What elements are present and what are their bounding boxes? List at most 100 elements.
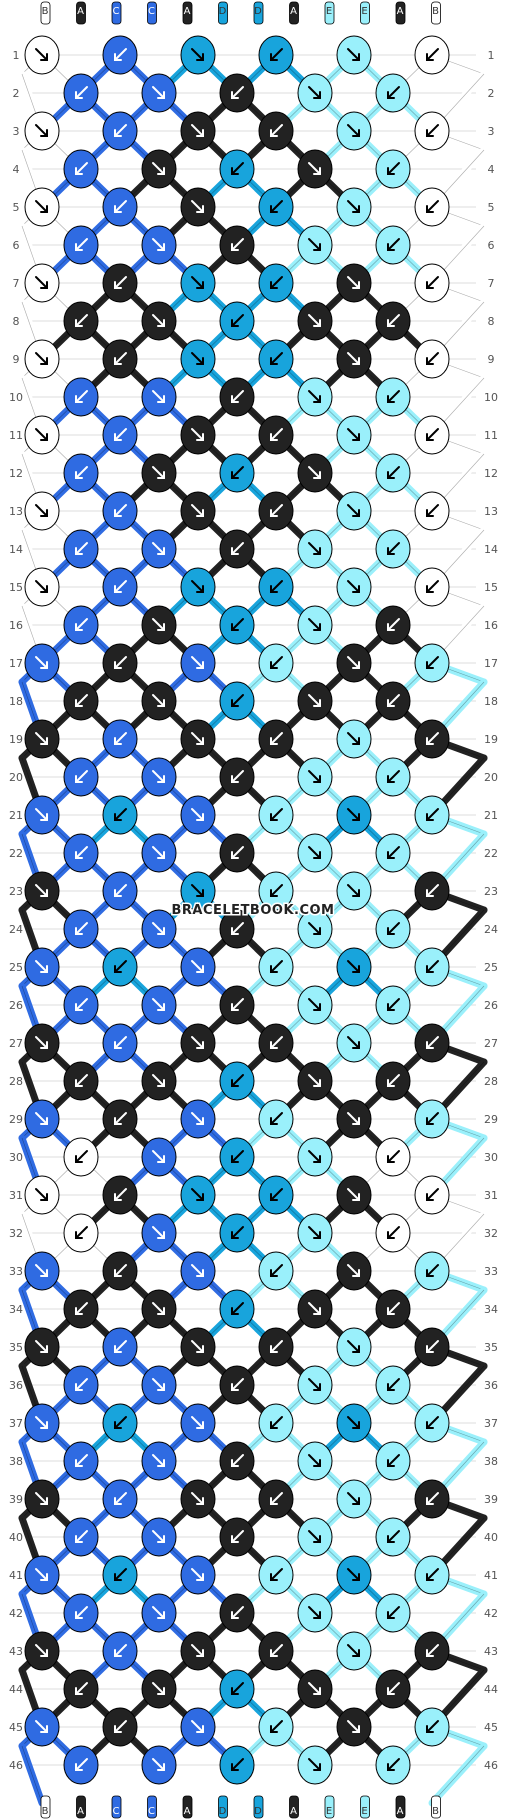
knot (102, 1327, 138, 1367)
row-number-left: 36 (9, 1379, 23, 1392)
knot-arrow-icon (270, 1568, 283, 1581)
knot (414, 1023, 450, 1063)
knot-arrow-icon (114, 1264, 127, 1277)
knot-arrow-icon (191, 428, 204, 441)
top-strand-letter: D (254, 6, 262, 17)
top-strand-end (218, 1, 228, 25)
knot (24, 1251, 60, 1291)
knot-arrow-icon (270, 1720, 283, 1733)
knot (24, 1023, 60, 1063)
knot-arrow-icon (191, 656, 204, 669)
knot (336, 339, 372, 379)
knot (63, 1061, 99, 1101)
row-number-left: 40 (9, 1531, 23, 1544)
knot (180, 1479, 216, 1519)
knot (258, 1251, 294, 1291)
knot-arrow-icon (347, 1036, 360, 1049)
knot (63, 1593, 99, 1633)
row-number-right: 12 (484, 467, 498, 480)
top-strand-letter: A (184, 6, 191, 17)
knot (336, 111, 372, 151)
knot (375, 757, 411, 797)
knot (141, 453, 177, 493)
knot-arrow-icon (75, 86, 88, 99)
strand-segment (18, 1742, 46, 1807)
knot (24, 871, 60, 911)
knot (297, 1137, 333, 1177)
row-number-right: 9 (488, 353, 495, 366)
bottom-strand-end (76, 1795, 86, 1819)
knot (297, 1593, 333, 1633)
knot (219, 1061, 255, 1101)
knot-arrow-icon (347, 1492, 360, 1505)
knot (219, 301, 255, 341)
knot (141, 909, 177, 949)
knot (141, 1365, 177, 1405)
knot-arrow-icon (35, 1492, 48, 1505)
knot-arrow-icon (231, 1378, 244, 1391)
top-strand-end (111, 1, 122, 25)
knot (336, 1555, 372, 1595)
knot (141, 529, 177, 569)
knot-arrow-icon (114, 1568, 127, 1581)
knot-arrow-icon (308, 1226, 321, 1239)
row-number-left: 12 (9, 467, 23, 480)
knot-arrow-icon (152, 1682, 165, 1695)
knot (414, 1479, 450, 1519)
knot (63, 757, 99, 797)
knot (258, 415, 294, 455)
knot-arrow-icon (114, 428, 127, 441)
knot (375, 1517, 411, 1557)
knot (102, 567, 138, 607)
knot-arrow-icon (75, 1150, 88, 1163)
knot-arrow-icon (426, 124, 439, 137)
knot-arrow-icon (426, 1568, 439, 1581)
knot (336, 1175, 372, 1215)
knot-arrow-icon (152, 1530, 165, 1543)
row-number-right: 31 (484, 1189, 498, 1202)
knot-arrow-icon (347, 428, 360, 441)
knot (297, 73, 333, 113)
knot (180, 339, 216, 379)
top-strand-letter: B (42, 6, 49, 17)
knot (63, 1745, 99, 1785)
knot-arrow-icon (347, 1416, 360, 1429)
top-strand-letter: C (148, 6, 155, 17)
row-number-right: 3 (488, 125, 495, 138)
knot (297, 833, 333, 873)
knot-arrow-icon (270, 732, 283, 745)
knot (180, 1555, 216, 1595)
knot (141, 1593, 177, 1633)
knot-arrow-icon (387, 162, 400, 175)
row-number-left: 17 (9, 657, 23, 670)
knot-arrow-icon (308, 846, 321, 859)
knot-arrow-icon (426, 1644, 439, 1657)
knot (258, 111, 294, 151)
row-number-left: 43 (9, 1645, 23, 1658)
knot-arrow-icon (191, 200, 204, 213)
row-number-left: 39 (9, 1493, 23, 1506)
knot-arrow-icon (387, 542, 400, 555)
knot-arrow-icon (35, 1340, 48, 1353)
knot (102, 795, 138, 835)
knot (258, 1707, 294, 1747)
knot (180, 263, 216, 303)
bottom-strand-end (324, 1795, 335, 1819)
knot (297, 377, 333, 417)
knot (336, 947, 372, 987)
knot-arrow-icon (231, 1530, 244, 1543)
knot-arrow-icon (114, 1644, 127, 1657)
row-number-right: 16 (484, 619, 498, 632)
knot-arrow-icon (152, 466, 165, 479)
knot-arrow-icon (35, 1264, 48, 1277)
knot (414, 795, 450, 835)
knot-arrow-icon (35, 656, 48, 669)
knot-arrow-icon (347, 1264, 360, 1277)
knot (375, 453, 411, 493)
knot (180, 1251, 216, 1291)
knot (141, 985, 177, 1025)
knot (336, 1707, 372, 1747)
row-number-left: 2 (13, 87, 20, 100)
knot-arrow-icon (114, 808, 127, 821)
